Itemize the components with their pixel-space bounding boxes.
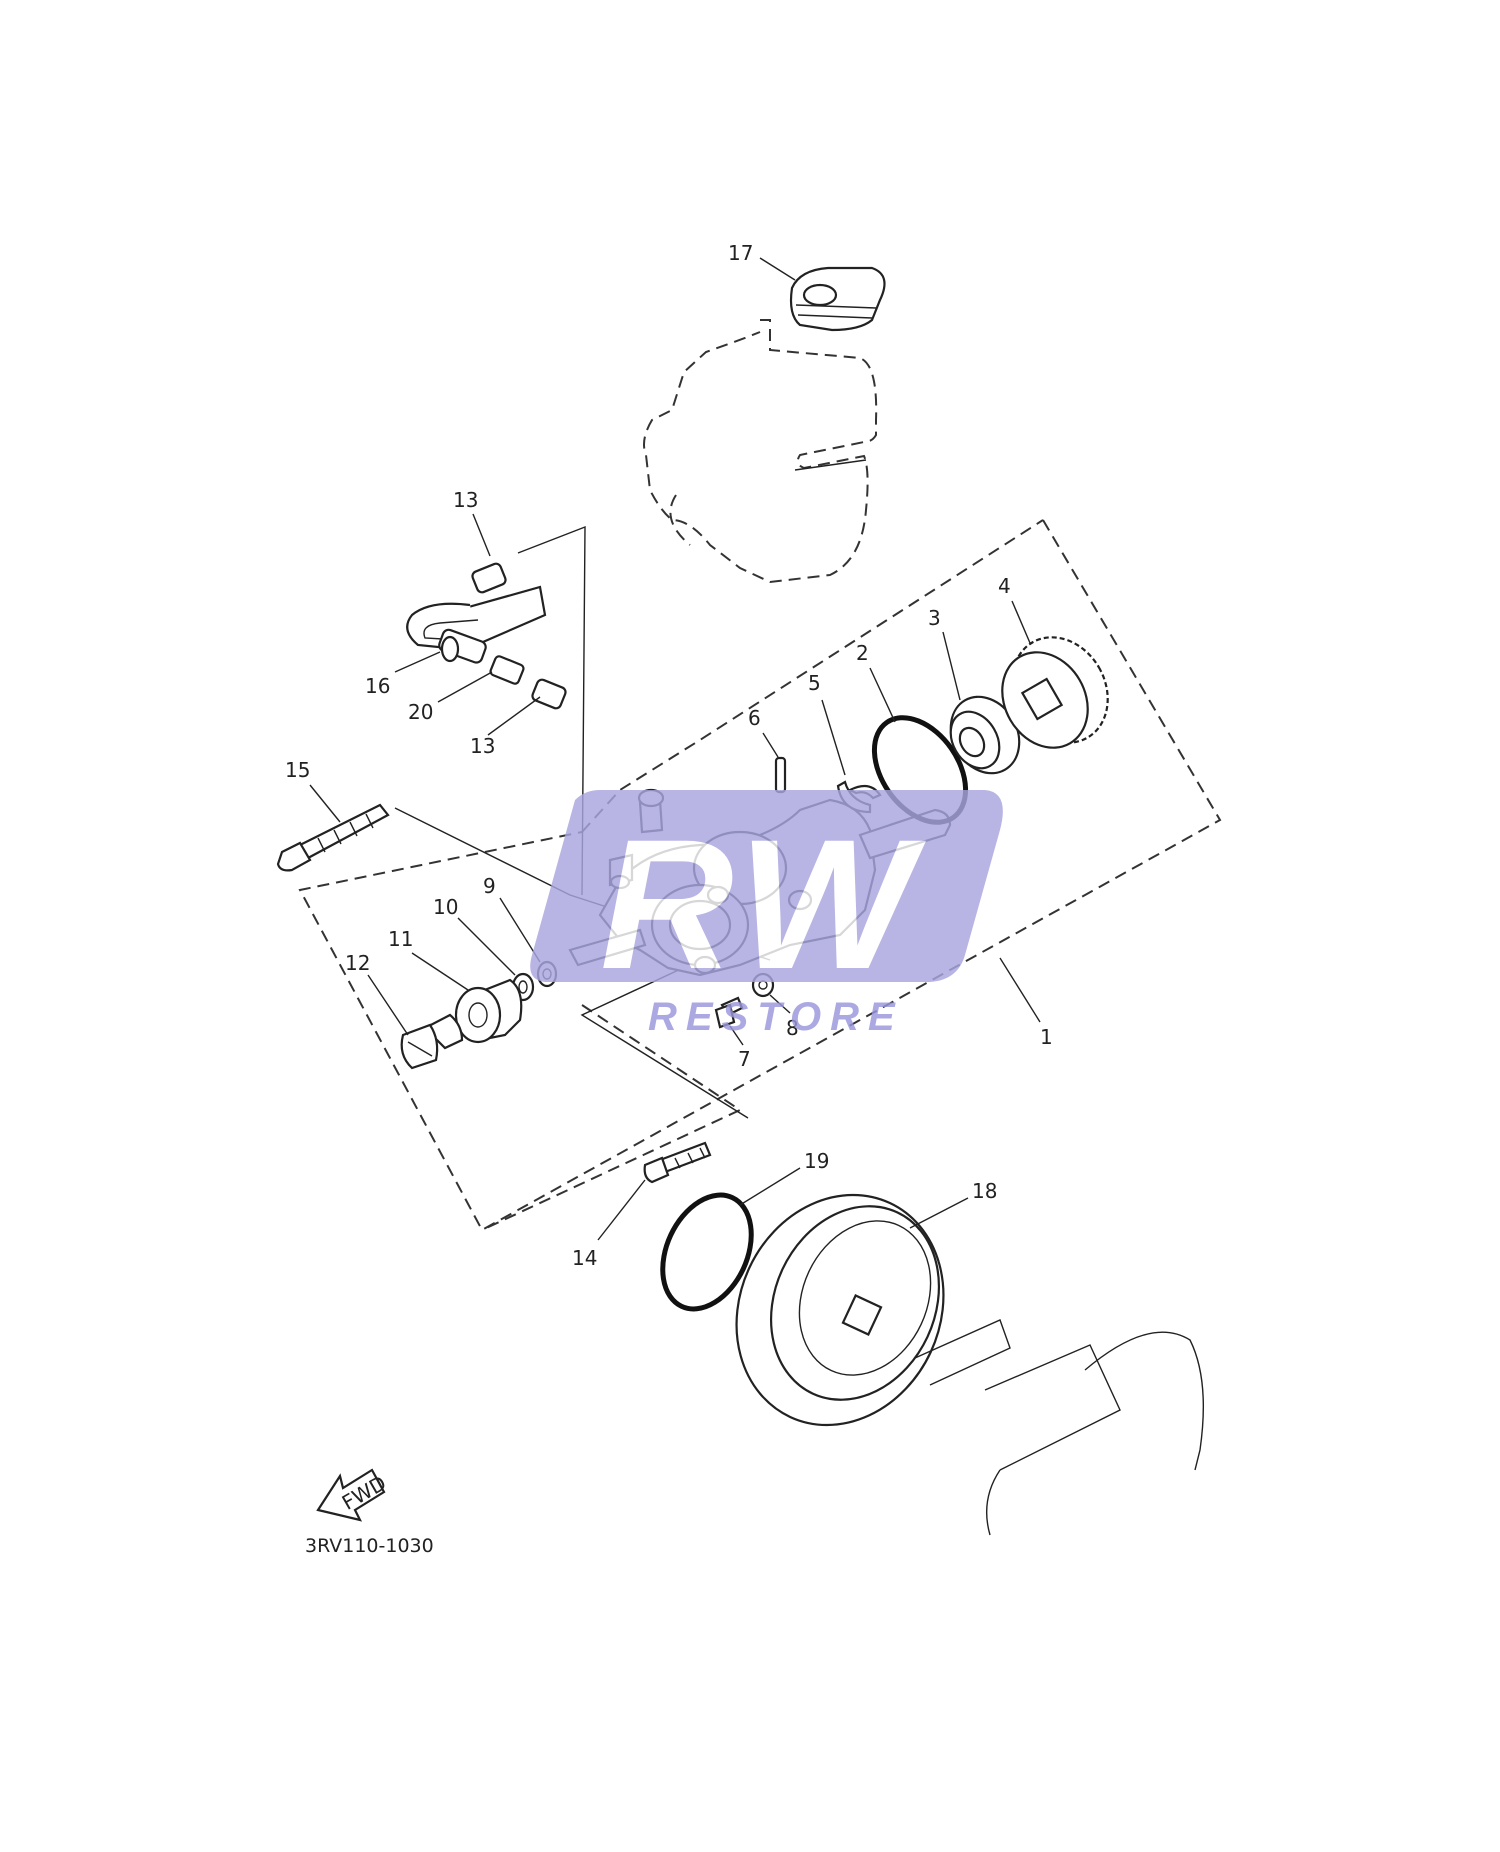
callout-9: 9 — [483, 874, 496, 898]
callout-14: 14 — [572, 1246, 597, 1270]
callout-12: 12 — [345, 951, 370, 975]
part-11-seal — [454, 978, 523, 1044]
watermark-logo-text: RW — [600, 802, 926, 1008]
callout-3: 3 — [928, 606, 941, 630]
assembly-boundary — [298, 519, 1222, 1232]
callout-11: 11 — [388, 927, 413, 951]
callout-16: 16 — [365, 674, 390, 698]
drawing-code: 3RV110-1030 — [305, 1535, 434, 1557]
callout-2: 2 — [856, 641, 869, 665]
callout-20: 20 — [408, 700, 433, 724]
callout-8: 8 — [786, 1016, 799, 1040]
callout-18: 18 — [972, 1179, 997, 1203]
callouts: 17 13 16 20 13 15 6 5 2 3 4 9 10 11 12 8 — [285, 241, 1053, 1270]
engine-case-outline — [643, 319, 878, 584]
callout-10: 10 — [433, 895, 458, 919]
callout-6: 6 — [748, 706, 761, 730]
watermark-text: RESTORE — [648, 995, 904, 1039]
crankshaft — [914, 1319, 1205, 1536]
part-4-gear — [1001, 636, 1109, 749]
part-17-plug — [789, 266, 886, 332]
callout-13-top: 13 — [453, 488, 478, 512]
part-12-screw — [400, 1013, 464, 1070]
callout-5: 5 — [808, 671, 821, 695]
part-18-pulley — [735, 1193, 945, 1427]
callout-19: 19 — [804, 1149, 829, 1173]
watermark-logo-badge — [530, 790, 1003, 982]
hose-assembly — [406, 562, 567, 710]
part-6-dowel-pin — [774, 756, 787, 794]
leader-13-line — [517, 525, 586, 896]
callout-1: 1 — [1040, 1025, 1053, 1049]
callout-7: 7 — [738, 1047, 751, 1071]
part-14-bolt — [643, 1141, 712, 1184]
callout-4: 4 — [998, 574, 1011, 598]
watermark-logo: RW RESTORE — [530, 790, 1003, 1039]
part-15-long-bolt — [276, 803, 390, 872]
assembly-boundary-lower — [481, 1004, 743, 1231]
part-7-bolt — [714, 996, 744, 1029]
part-19-o-ring — [660, 1192, 754, 1312]
callout-15: 15 — [285, 758, 310, 782]
callout-17: 17 — [728, 241, 753, 265]
callout-13-bottom: 13 — [470, 734, 495, 758]
fwd-arrow-icon: FWD — [316, 1468, 390, 1522]
